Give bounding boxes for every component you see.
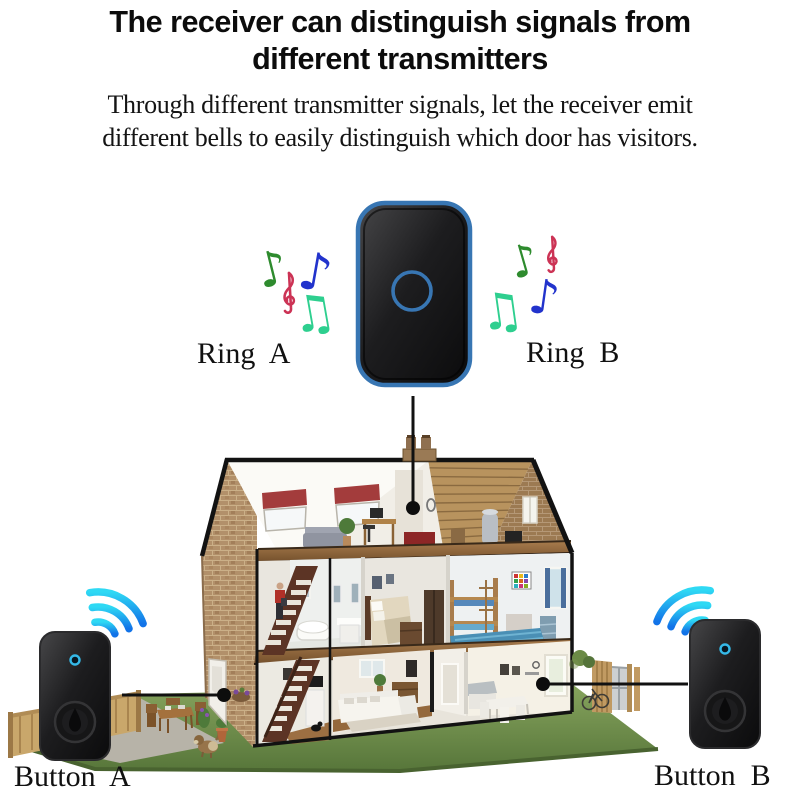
title-line-2: different transmitters — [252, 42, 548, 76]
button-a-label: Button A — [14, 760, 131, 793]
flower-basket — [232, 687, 250, 702]
doorbell-button-a — [39, 631, 111, 761]
subtitle-line-1: Through different transmitter signals, l… — [107, 90, 693, 119]
title-line-1: The receiver can distinguish signals fro… — [109, 5, 691, 39]
subtitle-line-2: different bells to easily distinguish wh… — [102, 123, 698, 152]
note-icon: ♫ — [475, 279, 527, 343]
sofa-set — [338, 690, 421, 732]
note-icon: ♪ — [525, 268, 563, 328]
dining-set — [480, 696, 529, 723]
music-notes-ring-a-icon: ♪ ♪ ♫ — [251, 239, 341, 346]
receiver-device — [355, 200, 473, 388]
bell-press-icon — [68, 708, 82, 732]
music-notes-ring-b-icon: ♪ ♪ ♫ — [475, 233, 563, 343]
wifi-signal-left-icon — [85, 588, 147, 638]
house-outline — [199, 457, 575, 748]
kitchen-door — [544, 654, 568, 697]
dog — [193, 731, 220, 758]
note-icon: ♫ — [286, 281, 340, 346]
kids-window — [543, 566, 568, 610]
page-subtitle: Through different transmitter signals, l… — [0, 88, 800, 154]
person-on-stairs — [275, 582, 287, 619]
page-title: The receiver can distinguish signals fro… — [0, 4, 800, 78]
receiver-ring — [391, 270, 433, 312]
bicycle — [581, 688, 610, 711]
front-door — [208, 658, 227, 726]
connector-receiver-to-house — [406, 396, 420, 515]
bell-press-icon — [718, 697, 732, 721]
skylight-window — [262, 489, 307, 532]
wall-art-grid — [511, 571, 532, 590]
button-b-label: Button B — [654, 759, 771, 792]
attic-floor-rooms — [227, 459, 571, 552]
right-fence — [592, 660, 640, 713]
staircase — [262, 566, 320, 742]
led-indicator — [69, 654, 81, 666]
bunk-bed — [449, 578, 498, 644]
treble-clef-icon — [283, 271, 296, 314]
treble-clef-icon — [547, 235, 558, 274]
garden-shrub — [198, 708, 210, 728]
chimney — [402, 435, 437, 462]
connector-button-a-to-house — [122, 688, 231, 702]
house-illustration — [199, 435, 595, 748]
led-indicator — [719, 643, 731, 655]
bush — [569, 650, 595, 669]
ring-b-label: Ring B — [526, 336, 620, 369]
doorbell-button-b — [689, 619, 761, 749]
middle-floor-rooms — [258, 553, 571, 662]
connector-house-to-button-b — [536, 677, 688, 691]
ring-a-label: Ring A — [197, 337, 291, 370]
